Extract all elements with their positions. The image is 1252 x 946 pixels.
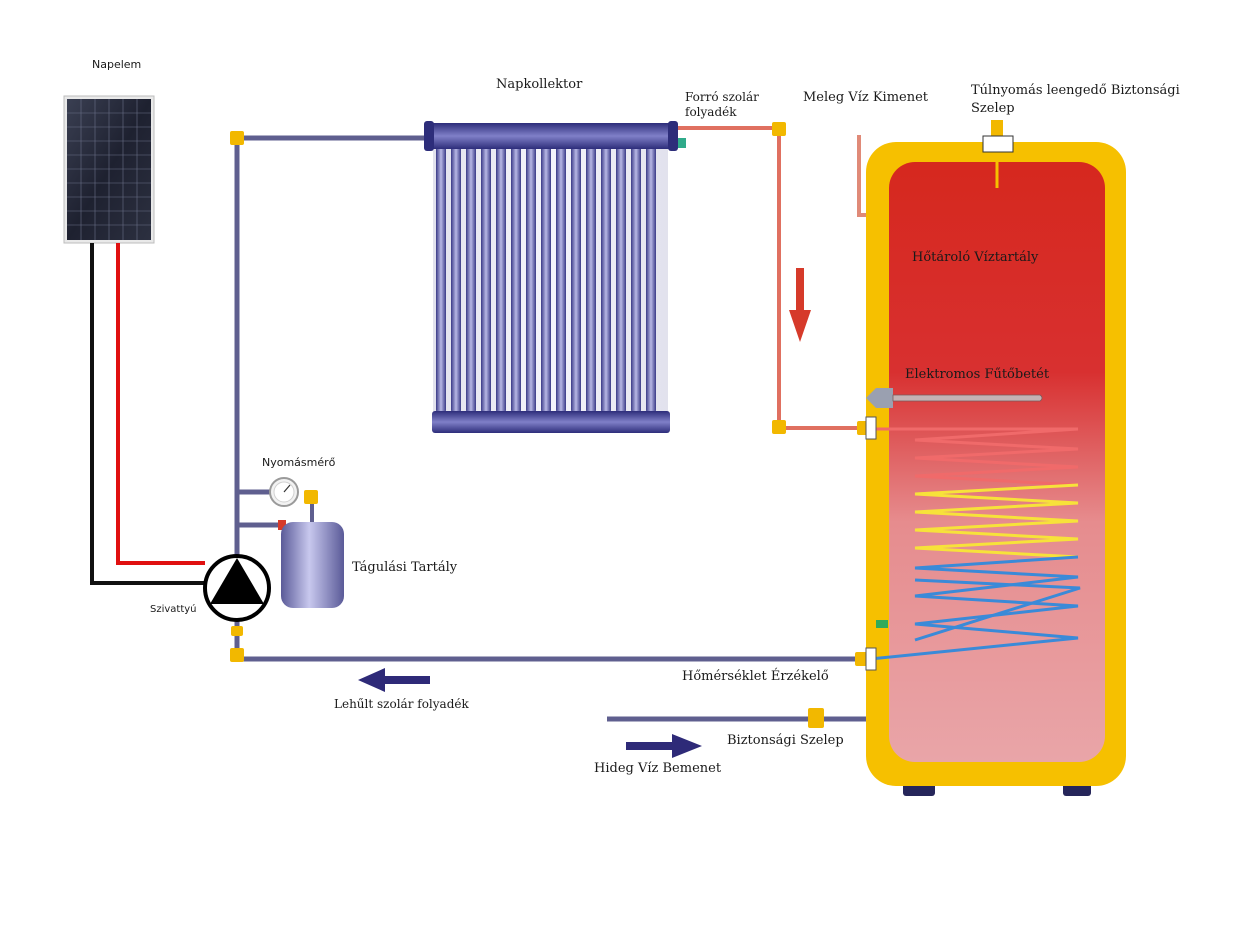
hot-solar-pipe <box>676 126 866 430</box>
expansion-vessel <box>278 504 344 608</box>
solar-panel <box>63 95 155 244</box>
circulation-pump <box>203 554 271 622</box>
solar-circuit-pipes <box>234 135 933 722</box>
heat-exchanger-coil <box>869 427 1081 661</box>
pv-wires <box>90 243 205 585</box>
tank-ports <box>865 416 888 671</box>
label-elektromos: Elektromos Fűtőbetét <box>905 367 1050 382</box>
label-tulnyomas: Túlnyomás leengedő Biztonsági Szelep <box>971 83 1180 116</box>
label-nyomasmero: Nyomásmérő <box>262 456 336 469</box>
label-biztonsagi: Biztonsági Szelep <box>727 733 844 748</box>
label-forro-szolar: Forró szolár folyadék <box>685 90 759 119</box>
label-homerseklet: Hőmérséklet Érzékelő <box>682 669 829 684</box>
label-hotarolo: Hőtároló Víztartály <box>912 250 1039 265</box>
flow-arrows <box>358 268 811 758</box>
storage-tank <box>866 120 1126 796</box>
label-tagulasi: Tágulási Tartály <box>352 560 458 575</box>
label-napkollektor: Napkollektor <box>496 77 583 92</box>
label-meleg-viz: Meleg Víz Kimenet <box>803 90 929 105</box>
label-lehult: Lehűlt szolár folyadék <box>334 697 469 711</box>
pipe-fittings <box>230 122 869 728</box>
pressure-gauge <box>269 477 299 507</box>
label-szivattyu: Szivattyú <box>150 604 197 615</box>
solar-collector <box>424 121 686 433</box>
electric-heater <box>866 388 1043 408</box>
label-hideg-viz: Hideg Víz Bemenet <box>594 761 722 776</box>
label-napelem: Napelem <box>92 58 142 71</box>
